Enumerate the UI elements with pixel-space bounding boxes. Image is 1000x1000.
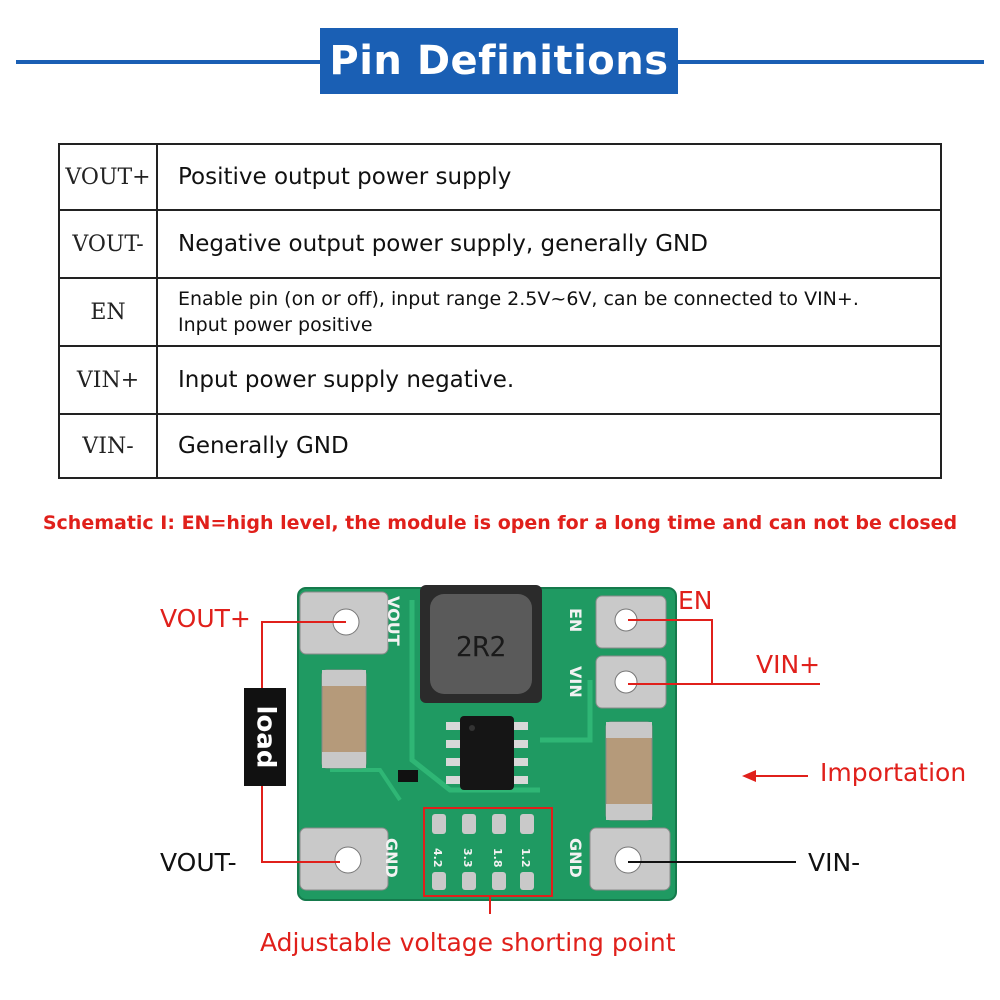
pin-name: VIN- [58, 413, 158, 479]
table-row: VIN- Generally GND [58, 413, 942, 479]
capacitor [605, 721, 653, 821]
load-label: load [250, 705, 280, 769]
pad-vin-plus [595, 655, 667, 709]
ic-chip [446, 716, 528, 790]
adjust-highlight-box [423, 807, 553, 897]
capacitor [321, 669, 367, 769]
table-row: EN Enable pin (on or off), input range 2… [58, 277, 942, 347]
silk-vout: VOUT [384, 596, 403, 646]
page-title: Pin Definitions [320, 28, 678, 94]
inductor: 2R2 [420, 585, 542, 703]
label-en: EN [678, 586, 713, 615]
volt-option-label: 3.3 [461, 848, 474, 868]
table-row: VOUT- Negative output power supply, gene… [58, 209, 942, 279]
pin-name: EN [58, 277, 158, 347]
pin-description: Negative output power supply, generally … [156, 209, 942, 279]
pin-table: VOUT+ Positive output power supply VOUT-… [58, 143, 942, 479]
silk-gnd: GND [382, 838, 401, 878]
table-row: VOUT+ Positive output power supply [58, 143, 942, 211]
pin-description-line: Enable pin (on or off), input range 2.5V… [178, 288, 859, 310]
arrow-head-icon [742, 770, 756, 782]
resistor [398, 770, 418, 782]
vout-minus-wire [261, 786, 340, 863]
pcb-trace [330, 768, 402, 802]
pin-name: VOUT+ [58, 143, 158, 211]
label-vin-minus: VIN- [808, 848, 861, 877]
inductor-marking: 2R2 [456, 630, 507, 663]
load-box: load [244, 688, 286, 786]
silk-vin: VIN [566, 666, 585, 698]
pin-name: VIN+ [58, 345, 158, 415]
schematic-note: Schematic I: EN=high level, the module i… [42, 512, 958, 534]
silk-gnd: GND [566, 838, 585, 878]
label-importation: Importation [820, 758, 967, 787]
pad-vout-minus [299, 827, 389, 891]
label-adjust: Adjustable voltage shorting point [260, 928, 676, 957]
label-vin-plus: VIN+ [756, 650, 821, 679]
vout-plus-wire [261, 621, 346, 688]
voltage-select-pads: 4.2 3.3 1.8 1.2 [431, 814, 534, 890]
pin-description: Positive output power supply [156, 143, 942, 211]
pin-description: Input power supply negative. [156, 345, 942, 415]
volt-option-label: 1.2 [519, 848, 532, 868]
silk-en: EN [566, 608, 585, 632]
volt-option-label: 4.2 [431, 848, 444, 868]
en-wire [628, 619, 713, 684]
pin-name: VOUT- [58, 209, 158, 279]
pin-description: Enable pin (on or off), input range 2.5V… [156, 277, 942, 347]
pin-description: Generally GND [156, 413, 942, 479]
pcb-trace [540, 680, 593, 743]
pad-vin-minus [589, 827, 671, 891]
label-vout-plus: VOUT+ [160, 604, 251, 633]
table-row: VIN+ Input power supply negative. [58, 345, 942, 415]
label-vout-minus: VOUT- [160, 848, 237, 877]
pad-en [595, 595, 667, 649]
volt-option-label: 1.8 [491, 848, 504, 868]
pin-description-line: Input power positive [178, 314, 373, 336]
